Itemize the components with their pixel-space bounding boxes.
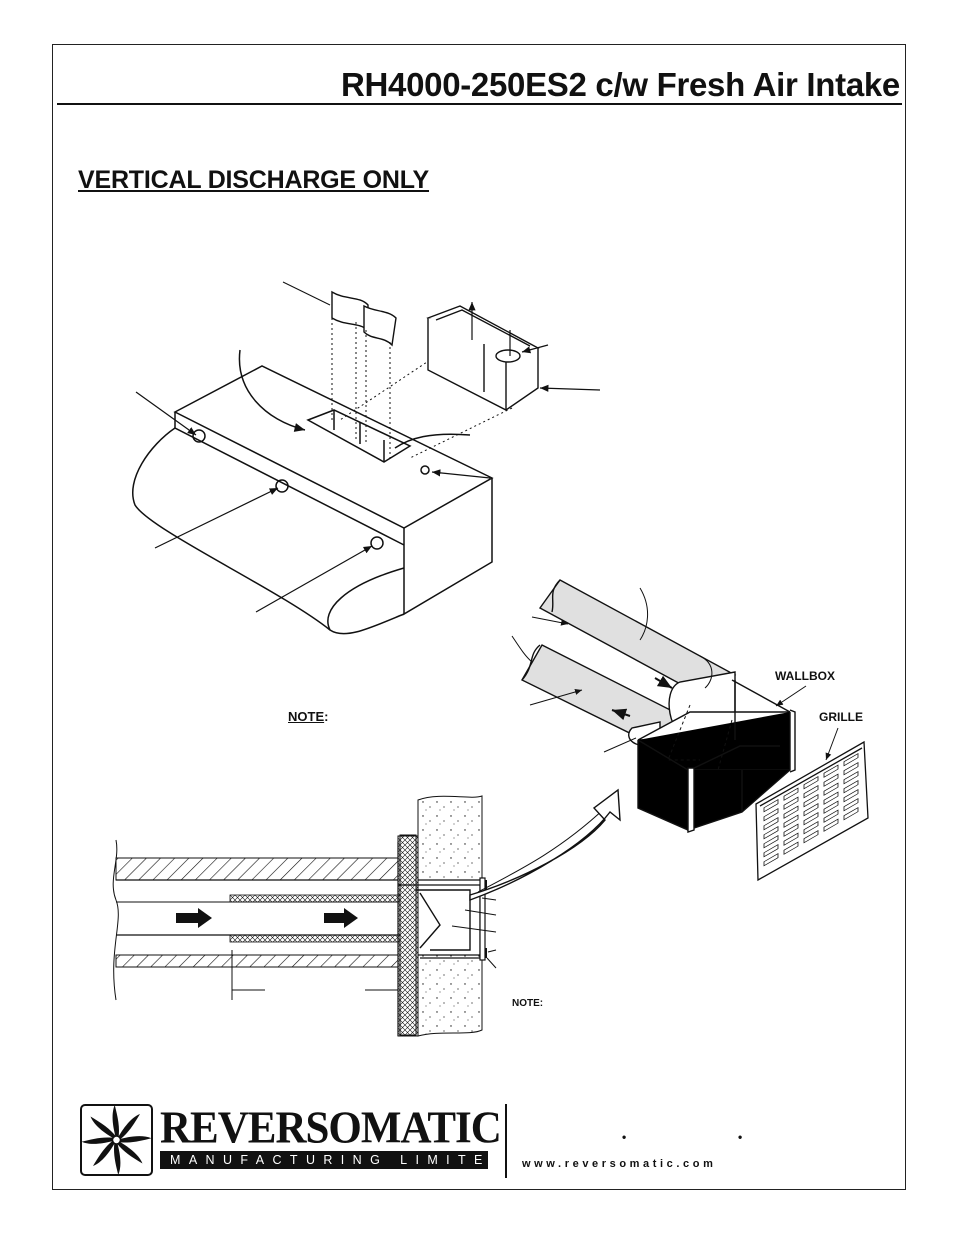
fan-blade — [116, 1114, 140, 1141]
grille-slot — [763, 835, 779, 849]
grille-slot — [783, 823, 799, 837]
grille-slot — [803, 794, 819, 808]
grille-slot — [823, 818, 839, 832]
fan-blade — [112, 1104, 120, 1140]
website-link[interactable]: www.reversomatic.com — [522, 1158, 717, 1170]
separator-dot: • — [738, 1130, 743, 1144]
grille-slot — [843, 752, 859, 767]
grille-slot — [823, 800, 839, 814]
fan-blade — [90, 1116, 118, 1140]
brand-name: REVERSOMATIC — [160, 1103, 502, 1154]
fan-blade — [116, 1136, 152, 1143]
grille-slot — [843, 797, 859, 812]
grille-slot — [783, 787, 799, 801]
grille-slot — [823, 809, 839, 823]
grille-slot — [843, 770, 859, 785]
grille-slot — [763, 808, 779, 822]
title-rule — [57, 103, 902, 105]
duct-assembly — [521, 579, 796, 833]
grille-slot — [763, 844, 779, 858]
grille-slot — [803, 785, 819, 799]
range-hood — [132, 349, 494, 635]
grille-slot — [803, 812, 819, 826]
grille-slot — [843, 806, 859, 821]
grille-slot — [823, 791, 839, 805]
fan-logo-icon — [80, 1104, 153, 1176]
fan-blade — [113, 1140, 121, 1176]
grille-slot — [803, 776, 819, 790]
grille-slot — [803, 830, 819, 844]
grille-slot — [763, 853, 779, 867]
fan-blade — [115, 1140, 143, 1164]
grille-slot — [763, 826, 779, 840]
note-heading-text: NOTE — [288, 709, 325, 724]
grille-slot — [843, 779, 859, 794]
section-note: NOTE: — [512, 998, 544, 1009]
grille-slot — [823, 764, 839, 778]
grille-slot — [763, 799, 779, 813]
blower-module — [426, 305, 540, 411]
note-heading-colon: : — [324, 709, 329, 724]
wallbox-label: WALLBOX — [775, 669, 835, 683]
brand-logo — [80, 1104, 153, 1181]
grille-slot — [783, 796, 799, 810]
note-heading: NOTE: — [288, 709, 328, 724]
section-subtitle: VERTICAL DISCHARGE ONLY — [78, 166, 430, 194]
grille-slot — [823, 782, 839, 796]
fan-blade — [81, 1137, 117, 1144]
wall-section — [112, 795, 487, 1037]
grille-slot — [843, 788, 859, 803]
fan-blade — [93, 1139, 117, 1166]
grille-slot — [763, 817, 779, 831]
grille-slot — [783, 832, 799, 846]
page-title: RH4000-250ES2 c/w Fresh Air Intake — [340, 66, 900, 103]
grille-slot — [803, 803, 819, 817]
footer-divider — [505, 1104, 507, 1178]
grille-slot — [783, 841, 799, 855]
curved-arrow — [469, 788, 621, 901]
filter-panels — [331, 290, 397, 347]
grille-slot — [843, 761, 859, 776]
grille-label: GRILLE — [819, 710, 863, 724]
grille-slot — [823, 773, 839, 787]
separator-dot: • — [622, 1130, 627, 1144]
page-frame — [52, 44, 906, 1190]
grille-slot — [783, 805, 799, 819]
grille-slot — [783, 814, 799, 828]
brand-subtitle: MANUFACTURING LIMITED — [160, 1151, 488, 1169]
grille-slot — [803, 821, 819, 835]
